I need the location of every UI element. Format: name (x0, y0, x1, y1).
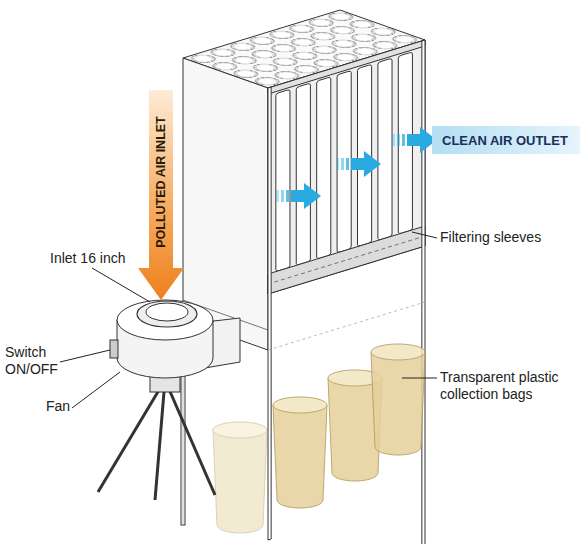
outlet-band-shape (432, 126, 580, 154)
bag-enclosure-edge (268, 302, 425, 350)
flow-label: POLLUTED AIR INLET (154, 116, 168, 247)
inlet-ring (137, 301, 197, 327)
filter-sleeve (296, 83, 310, 265)
front-left-leg (268, 87, 271, 540)
collection-bag (213, 422, 267, 533)
filter-sleeve (378, 58, 392, 240)
hopper-plate (268, 226, 425, 294)
part-label: Fan (46, 398, 86, 415)
inlet-opening (146, 303, 188, 321)
leader-line (72, 372, 120, 408)
collection-bag (273, 397, 327, 508)
leader-line (92, 268, 150, 302)
fan-housing-top (117, 300, 213, 340)
flow-label: CLEAN AIR OUTLET (442, 133, 568, 148)
cabinet-front (268, 40, 425, 544)
power-switch (110, 340, 118, 358)
air-outlet-band: CLEAN AIR OUTLET (392, 126, 580, 154)
part-label: Inlet 16 inch (50, 250, 160, 267)
fan-leg (98, 380, 165, 492)
filter-sleeve (317, 77, 331, 259)
front-right-leg (422, 40, 425, 544)
filter-sleeve (337, 71, 351, 253)
filter-sleeve (276, 89, 290, 271)
air-inlet-arrow: POLLUTED AIR INLET (138, 90, 184, 300)
inlet-arrow-shape (138, 90, 184, 300)
hopper-seam (274, 238, 418, 282)
airflow-arrow (336, 151, 381, 177)
fan-leg (155, 380, 165, 500)
fan-unit (98, 300, 240, 500)
part-label: Switch ON/OFF (5, 344, 61, 378)
part-label: Transparent plastic collection bags (440, 369, 576, 403)
airflow-arrow (276, 183, 321, 209)
front-chamber (268, 40, 425, 294)
leader-line (60, 350, 110, 362)
collection-bag (371, 344, 425, 455)
leader-line (402, 378, 437, 379)
leader-line (412, 232, 437, 238)
part-label: Filtering sleeves (440, 229, 570, 246)
fan-leg (165, 380, 215, 495)
airflow-arrow (392, 127, 437, 153)
